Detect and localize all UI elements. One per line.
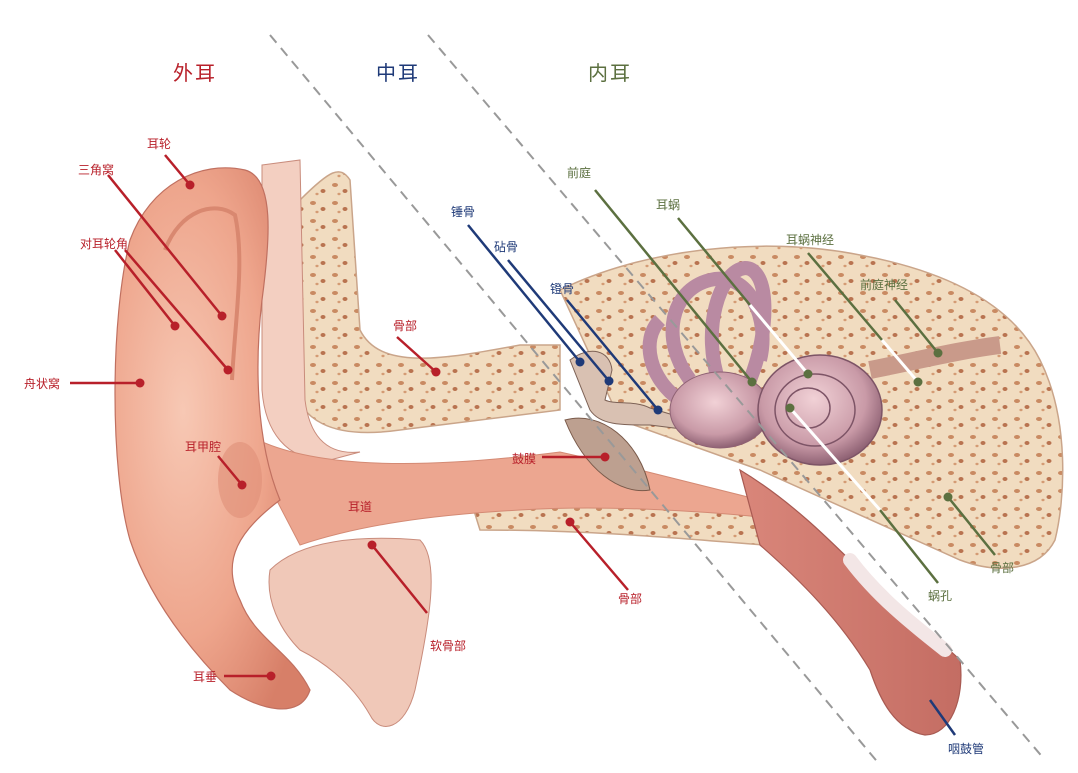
label-stapes: 镫骨 [550,281,574,296]
heading-middle-ear: 中耳 [376,61,420,85]
ear-canal [239,429,791,546]
cochlea-shape [757,354,883,466]
label-scaphoid-fossa: 舟状窝 [24,376,60,391]
tube-cartilage [843,553,952,657]
label-earlobe: 耳垂 [193,670,217,684]
label-antihelix: 对耳轮角 [80,237,128,251]
label-malleus: 锤骨 [451,204,475,219]
middle-dots [575,357,663,415]
label-cochlear-nerve: 耳蜗神经 [786,232,834,247]
label-incus: 砧骨 [494,240,518,254]
middle-leaders [467,224,957,736]
bony-canal-upper [289,171,561,434]
antihelix-ridge [163,206,242,381]
label-bony-part-upper: 骨部 [393,318,417,333]
label-vestibule: 前庭 [567,165,591,180]
label-bony-part-lower: 骨部 [618,591,642,606]
semicircular-canals [642,260,772,406]
eustachian-tube [739,468,962,736]
label-bony-part-right: 骨部 [990,560,1014,575]
label-vestibular-nerve: 前庭神经 [860,277,908,292]
label-eustachian-tube: 咽鼓管 [948,741,984,756]
outer-dots [135,180,610,681]
label-cochlea: 耳蜗 [656,197,680,212]
divider-outer-middle [269,34,881,766]
label-concha: 耳甲腔 [185,439,221,454]
label-helix: 耳轮 [147,137,171,151]
label-tympanic-membrane: 鼓膜 [512,452,536,466]
inner-leaders [594,189,996,584]
heading-outer-ear: 外耳 [173,61,217,85]
label-cochlear-foramen: 蜗孔 [928,588,952,603]
outer-leaders [70,154,629,678]
label-cartilage-part: 软骨部 [430,638,466,653]
inner-leaders-white [748,304,920,511]
divider-middle-inner [427,34,1046,761]
pinna [114,167,311,710]
illustration [114,159,1064,736]
label-triangular-fossa: 三角窝 [78,162,114,177]
heading-inner-ear: 内耳 [588,61,632,85]
concha-shade [218,442,262,518]
inner-dots [747,348,953,502]
label-ear-canal: 耳道 [348,500,372,514]
cartilage-lower [268,537,432,727]
